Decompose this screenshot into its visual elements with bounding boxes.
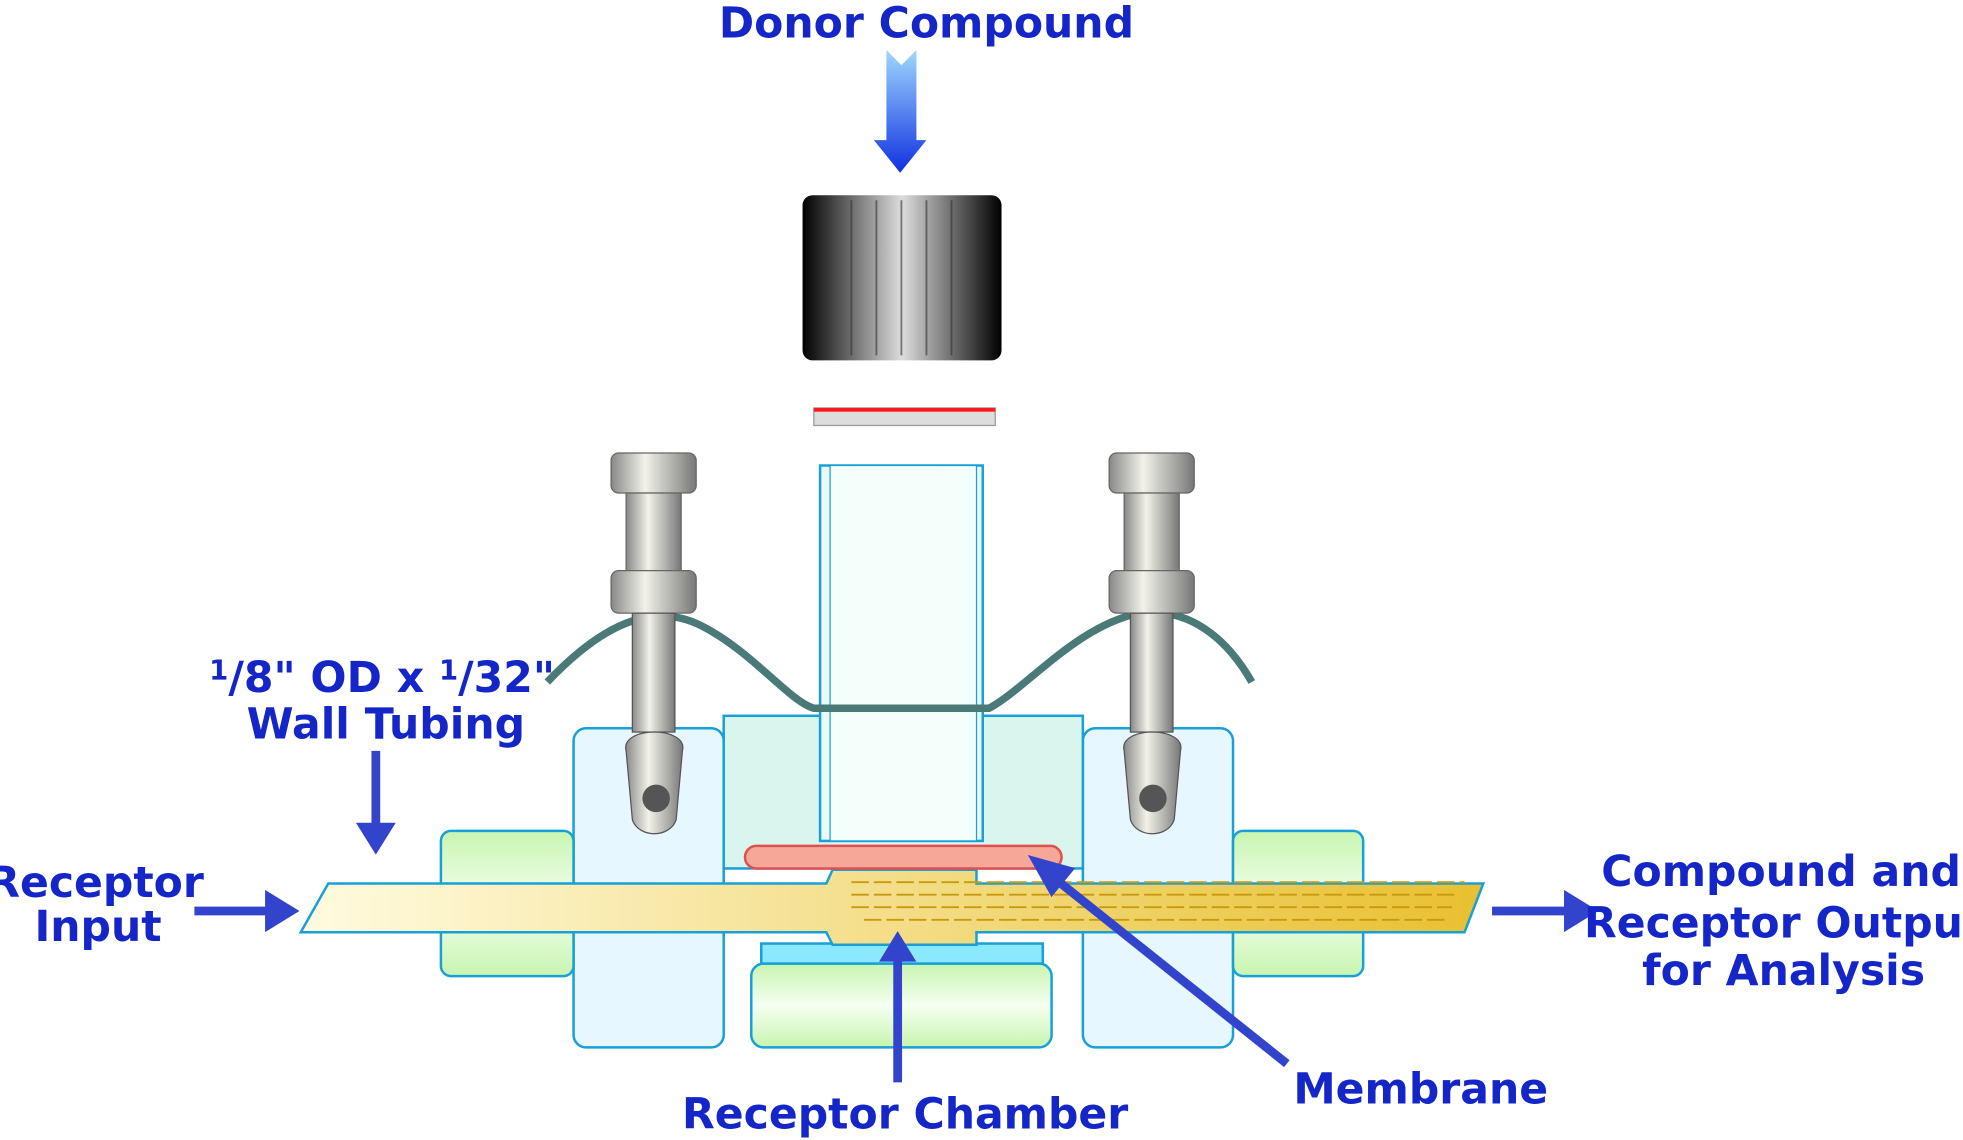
tubing-label-line2: Wall Tubing: [247, 700, 525, 749]
output-label-line3: for Analysis: [1642, 947, 1925, 996]
output-label-line2: Receptor Output: [1584, 899, 1963, 948]
thumb-screw-left: [610, 452, 697, 835]
output-arrow: [1492, 889, 1599, 933]
receptor-input-label-line2: Input: [34, 903, 161, 952]
tubing-arrow: [355, 750, 396, 855]
receptor-chamber-arrow: [879, 931, 917, 1083]
thumb-screw-right: [1108, 452, 1195, 835]
donor-arrow: [873, 50, 927, 173]
receptor-input-arrow: [194, 889, 300, 933]
receptor-input-label-line1: Receptor: [0, 859, 204, 908]
membrane-arrow: [1027, 854, 1290, 1068]
tubing-label-line1: 1/8" OD x 1/32": [209, 654, 555, 703]
membrane: [743, 844, 1063, 870]
output-label-line1: Compound and: [1601, 848, 1961, 897]
receptor-chamber-label: Receptor Chamber: [682, 1091, 1128, 1140]
donor-compound-label: Donor Compound: [719, 0, 1134, 49]
membrane-label: Membrane: [1293, 1066, 1548, 1115]
tubing: [298, 868, 1486, 947]
